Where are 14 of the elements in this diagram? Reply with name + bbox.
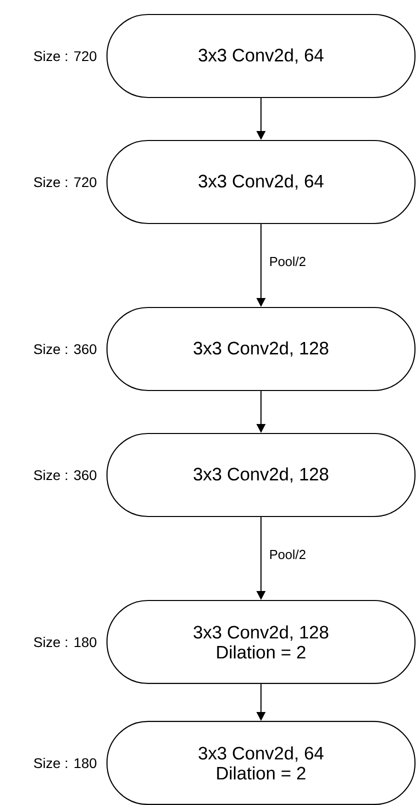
process-box: 3x3 Conv2d, 64 Dilation = 2 — [106, 720, 416, 805]
edge-label: Pool/2 — [270, 256, 306, 266]
process-box: 3x3 Conv2d, 64 — [106, 140, 416, 224]
size-label: Size : 720 — [34, 50, 96, 62]
size-label: Size : 720 — [34, 176, 96, 188]
size-label: Size : 180 — [34, 636, 96, 648]
process-box: 3x3 Conv2d, 128 — [106, 432, 416, 518]
size-label: Size : 180 — [34, 758, 96, 768]
process-box: 3x3 Conv2d, 128 Dilation = 2 — [106, 600, 416, 684]
size-label: Size : 360 — [34, 344, 96, 354]
process-box: 3x3 Conv2d, 64 — [106, 14, 416, 98]
process-box: 3x3 Conv2d, 128 — [106, 306, 416, 392]
edge-label: Pool/2 — [270, 550, 306, 560]
size-label: Size : 360 — [34, 470, 96, 480]
